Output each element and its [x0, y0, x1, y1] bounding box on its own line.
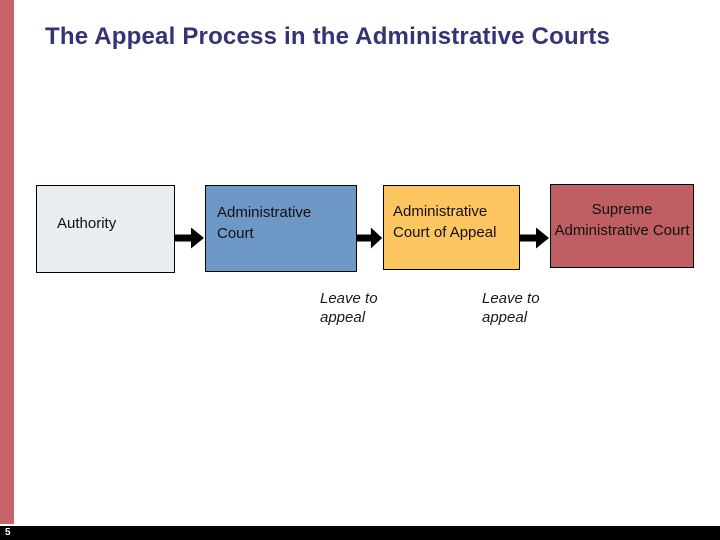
flow-node-label: Supreme Administrative Court: [554, 201, 690, 239]
flow-arrow-icon: [175, 226, 205, 250]
footer-bar: 5: [0, 526, 720, 540]
flow-node-supreme-administrative-court: Supreme Administrative Court: [550, 184, 694, 268]
flow-node-label: Administrative Court: [217, 203, 312, 242]
flow-arrow-icon: [357, 226, 383, 250]
flow-arrow-icon: [520, 226, 550, 250]
flow-node-administrative-court: Administrative Court: [205, 185, 357, 272]
slide-title: The Appeal Process in the Administrative…: [45, 23, 611, 50]
flow-node-label: Authority: [57, 214, 117, 232]
leave-to-appeal-label: Leave to appeal: [482, 290, 540, 326]
left-accent-bar: [0, 0, 14, 524]
page-number: 5: [5, 527, 11, 538]
leave-to-appeal-label: Leave to appeal: [320, 290, 378, 326]
flow-node-label: Administrative Court of Appeal: [393, 202, 497, 241]
flow-node-administrative-court-of-appeal: Administrative Court of Appeal: [383, 185, 520, 270]
flow-node-authority: Authority: [36, 185, 175, 273]
